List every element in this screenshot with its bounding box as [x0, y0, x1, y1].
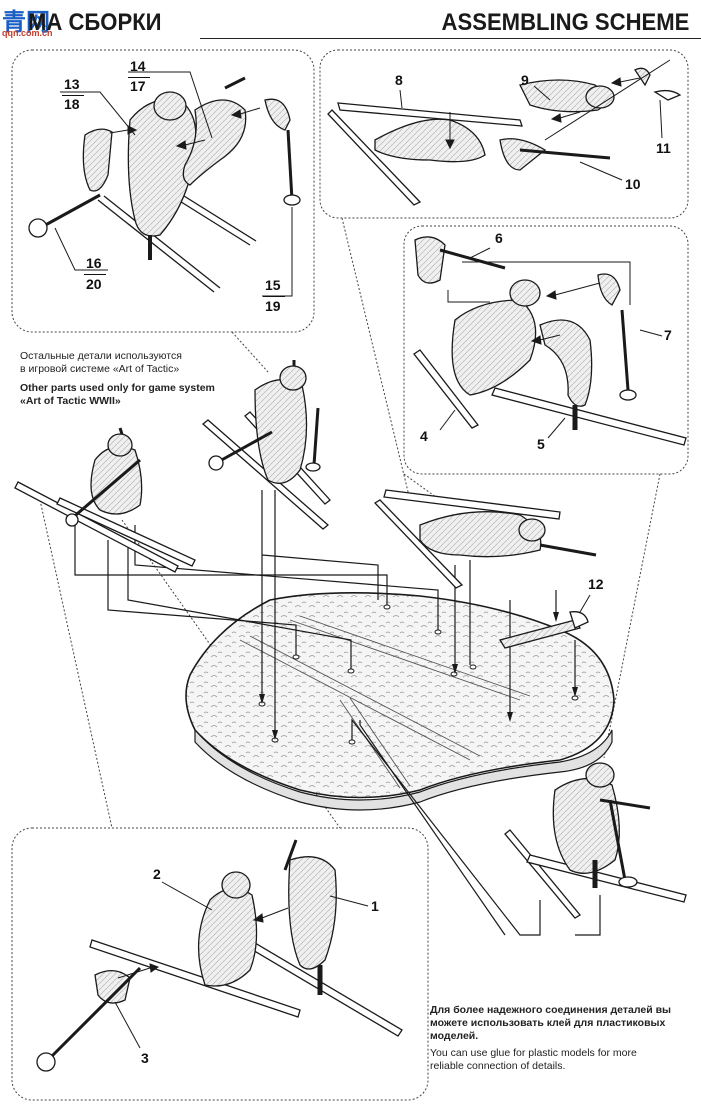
note-glue-en-1: You can use glue for plastic models for …: [430, 1047, 637, 1059]
divider-13-18: [62, 95, 84, 96]
panel1-leader-lines: [54, 71, 293, 297]
panel-bottom-left: [11, 827, 429, 1101]
header-rule: [200, 38, 701, 39]
callout-7: 7: [664, 327, 672, 343]
watermark-url: qqn.com.cn: [2, 28, 53, 38]
snow-base: [185, 592, 615, 811]
figure-standing-shooter: [504, 762, 687, 919]
callout-17: 17: [130, 78, 146, 94]
figure-prone-skier: [373, 489, 597, 589]
note-glue-en-2: reliable connection of details.: [430, 1060, 566, 1072]
panel4-leader-lines: [114, 881, 369, 1049]
callout-18: 18: [64, 96, 80, 112]
panel-top-left: [11, 49, 315, 333]
callout-12: 12: [588, 576, 604, 592]
panel-top-right: [319, 49, 689, 219]
panel1-arrows: [109, 107, 261, 150]
callout-5: 5: [537, 436, 545, 452]
divider-16-20: [84, 274, 106, 275]
note-glue: Для более надежного соединения деталей в…: [430, 1004, 692, 1073]
figure-part12: [498, 594, 591, 649]
watermark-logo: 青网: [2, 9, 50, 36]
panel4-arrows: [117, 907, 289, 979]
callout-1: 1: [371, 898, 379, 914]
note-other-parts-ru-1: Остальные детали используются: [20, 350, 182, 362]
panel3-leader-lines: [439, 247, 663, 439]
callout-19: 19: [265, 298, 281, 314]
title-ru: МА СБОРКИ: [28, 9, 162, 36]
panel2-leader-lines: [399, 59, 671, 181]
callout-13: 13: [64, 76, 80, 92]
note-other-parts-ru-2: в игровой системе «Art of Tactic»: [20, 363, 180, 375]
callout-4: 4: [420, 428, 428, 444]
divider-14-17: [128, 77, 150, 78]
panel3-arrows: [530, 282, 601, 345]
divider-15-19: [263, 296, 285, 297]
callout-2: 2: [153, 866, 161, 882]
callout-9: 9: [521, 72, 529, 88]
note-glue-ru-3: моделей.: [430, 1030, 479, 1042]
callout-16: 16: [86, 255, 102, 271]
header: 青网 qqn.com.cn МА СБОРКИ ASSEMBLING SCHEM…: [0, 0, 701, 46]
panel2-arrows: [445, 77, 641, 150]
figure-panel4-kneeling: [36, 839, 403, 1072]
callout-3: 3: [141, 1050, 149, 1066]
note-other-parts: Остальные детали используются в игровой …: [20, 350, 280, 408]
note-glue-ru-2: можете использовать клей для пластиковых: [430, 1017, 666, 1029]
callout-8: 8: [395, 72, 403, 88]
note-glue-ru-1: Для более надежного соединения деталей в…: [430, 1004, 672, 1016]
callout-15: 15: [265, 277, 281, 293]
panel-middle-right: [403, 225, 689, 475]
callout-10: 10: [625, 176, 641, 192]
watermark: 青网 qqn.com.cn: [2, 2, 72, 42]
figure-panel3-skier: [413, 236, 687, 446]
note-other-parts-en-1: Other parts used only for game system: [20, 382, 215, 394]
callout-11: 11: [656, 140, 671, 156]
callout-20: 20: [86, 276, 102, 292]
figure-center-skier: [201, 360, 331, 530]
note-other-parts-en-2: «Art of Tactic WWII»: [20, 395, 121, 407]
callout-6: 6: [495, 230, 503, 246]
figure-panel1-skier: [28, 76, 301, 293]
assembly-arrows: [259, 612, 578, 740]
title-en: ASSEMBLING SCHEME: [441, 9, 689, 36]
figure-panel2-prone: [327, 67, 682, 206]
figure-kneeling-skier: [14, 427, 196, 573]
callout-14: 14: [130, 58, 146, 74]
